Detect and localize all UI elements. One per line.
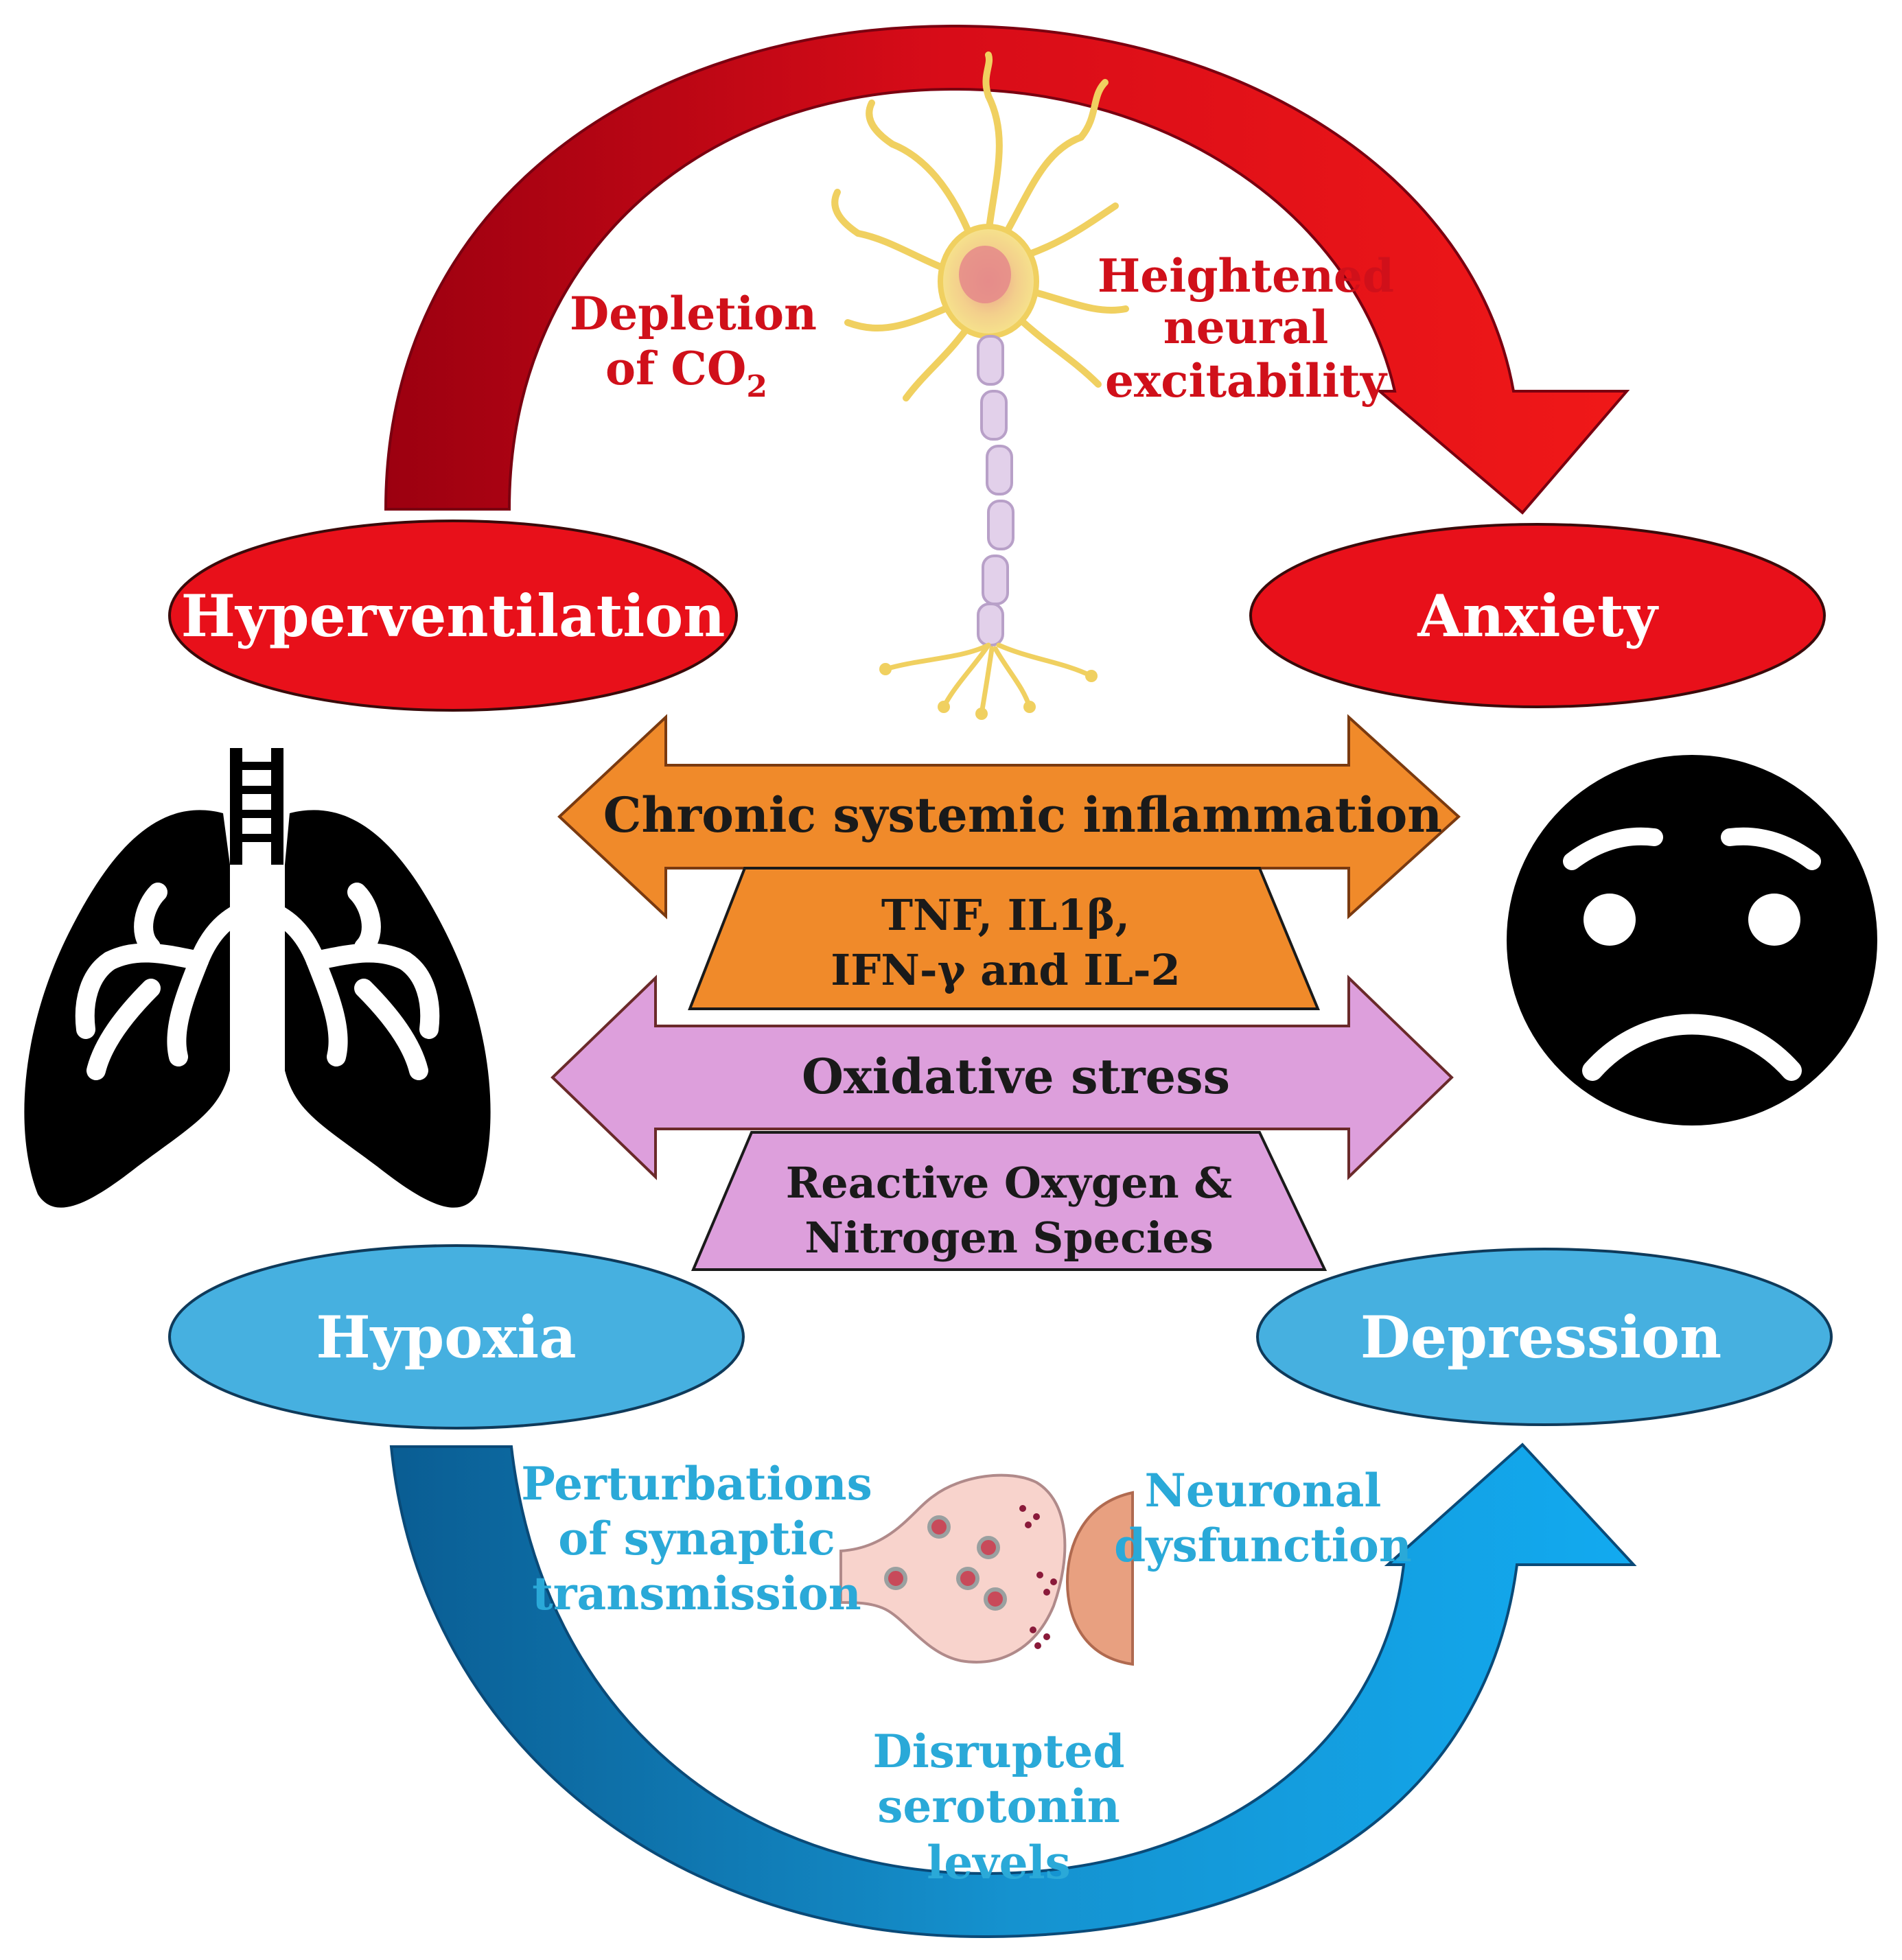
hypoxia-label: Hypoxia	[316, 1303, 576, 1371]
excitability-note-line3: excitability	[1105, 354, 1388, 408]
cytokines-line2: IFN-γ and IL-2	[831, 945, 1181, 995]
depression-label: Depression	[1360, 1303, 1721, 1371]
inflammation-double-arrow: Chronic systemic inflammation	[557, 714, 1461, 920]
depression-node: Depression	[1256, 1248, 1833, 1426]
co2-depletion-note: Depletion of CO2	[570, 287, 817, 404]
excitability-note-line1: Heightened	[1098, 249, 1394, 303]
reactive-species-trapezoid: Reactive Oxygen & Nitrogen Species	[691, 1131, 1327, 1271]
neuron-icon	[831, 51, 1129, 720]
synaptic-note-line1: Perturbations	[521, 1457, 872, 1510]
top-cycle-arrow	[384, 24, 1630, 515]
co2-note-text: of CO	[605, 342, 746, 395]
excitability-note-line2: neural	[1163, 301, 1329, 354]
serotonin-note-line3: levels	[927, 1836, 1071, 1889]
oxidative-label: Oxidative stress	[802, 1048, 1230, 1105]
dysfunction-note-line2: dysfunction	[1114, 1519, 1412, 1572]
bottom-cycle-arrow	[389, 1443, 1637, 1939]
neural-excitability-note: Heightened neural excitability	[1098, 249, 1394, 408]
co2-note-line2: of CO2	[605, 342, 767, 404]
species-line1: Reactive Oxygen &	[786, 1158, 1233, 1208]
serotonin-note-line2: serotonin	[877, 1780, 1120, 1833]
co2-note-line1: Depletion	[570, 287, 817, 340]
neuronal-dysfunction-note: Neuronal dysfunction	[1114, 1464, 1412, 1572]
synapse-icon	[839, 1473, 1134, 1666]
oxidative-double-arrow: Oxidative stress	[550, 975, 1454, 1180]
synaptic-note-line2: of synaptic	[558, 1512, 835, 1565]
serotonin-note: Disrupted serotonin levels	[873, 1725, 1125, 1889]
hyperventilation-label: Hyperventilation	[181, 582, 726, 650]
serotonin-note-line1: Disrupted	[873, 1725, 1125, 1778]
anxiety-node: Anxiety	[1249, 523, 1826, 708]
anxiety-label: Anxiety	[1417, 582, 1658, 650]
lungs-icon	[24, 748, 491, 1208]
cytokines-trapezoid: TNF, IL1β, IFN-γ and IL-2	[688, 867, 1320, 1010]
co2-note-subscript: 2	[746, 369, 767, 404]
synaptic-transmission-note: Perturbations of synaptic transmission	[521, 1457, 872, 1620]
hypoxia-node: Hypoxia	[168, 1244, 745, 1430]
cytokines-line1: TNF, IL1β,	[881, 890, 1130, 940]
dysfunction-note-line1: Neuronal	[1145, 1464, 1382, 1517]
synaptic-note-line3: transmission	[532, 1567, 861, 1620]
hyperventilation-node: Hyperventilation	[168, 520, 738, 712]
inflammation-label: Chronic systemic inflammation	[603, 786, 1442, 843]
worried-face-icon	[1507, 755, 1877, 1125]
species-line2: Nitrogen Species	[804, 1213, 1214, 1263]
